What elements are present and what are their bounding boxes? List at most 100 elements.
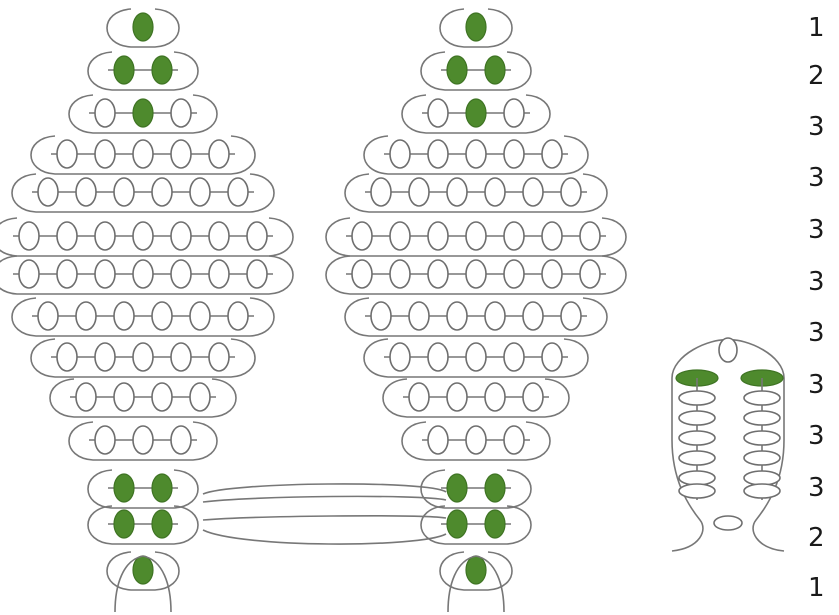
white-bead (94, 342, 116, 372)
white-bead (56, 342, 78, 372)
thread-loop (106, 551, 180, 591)
green-bead (484, 509, 506, 539)
white-bead (113, 177, 135, 207)
thread-loop (325, 255, 627, 295)
row-count-label: 2 (808, 523, 825, 553)
connecting-threads (202, 483, 447, 545)
white-bead (503, 259, 525, 289)
white-bead (94, 98, 116, 128)
white-bead (678, 470, 716, 486)
white-bead (678, 450, 716, 466)
green-bead (446, 473, 468, 503)
white-bead (132, 342, 154, 372)
white-bead (427, 342, 449, 372)
white-bead (560, 177, 582, 207)
white-bead (132, 259, 154, 289)
white-bead (18, 221, 40, 251)
green-bead (113, 509, 135, 539)
white-bead (208, 221, 230, 251)
white-bead (37, 177, 59, 207)
white-bead (503, 139, 525, 169)
white-bead (170, 425, 192, 455)
white-bead (522, 301, 544, 331)
white-bead (56, 139, 78, 169)
white-bead (678, 430, 716, 446)
white-bead (94, 425, 116, 455)
white-bead (427, 98, 449, 128)
white-bead (541, 342, 563, 372)
white-bead (718, 337, 738, 363)
white-bead (246, 221, 268, 251)
white-bead (246, 259, 268, 289)
thread-tail (475, 555, 505, 613)
thread-loop (420, 505, 532, 545)
thread-loop (11, 297, 275, 337)
green-bead (151, 473, 173, 503)
white-bead (713, 515, 743, 531)
white-bead (503, 425, 525, 455)
white-bead (113, 382, 135, 412)
white-bead (465, 259, 487, 289)
row-count-label: 3 (808, 473, 825, 503)
row-count-label: 1 (808, 573, 825, 603)
thread-loop (439, 551, 513, 591)
white-bead (189, 177, 211, 207)
white-bead (351, 259, 373, 289)
white-bead (465, 139, 487, 169)
white-bead (227, 301, 249, 331)
white-bead (465, 342, 487, 372)
white-bead (389, 139, 411, 169)
white-bead (389, 259, 411, 289)
white-bead (170, 139, 192, 169)
white-bead (743, 470, 781, 486)
thread-loop (68, 94, 218, 134)
white-bead (75, 301, 97, 331)
green-bead (132, 555, 154, 585)
white-bead (389, 221, 411, 251)
green-bead (446, 55, 468, 85)
green-bead (151, 55, 173, 85)
connector-thread-top (202, 483, 447, 495)
green-bead (113, 55, 135, 85)
thread-loop (49, 378, 237, 418)
white-bead (94, 221, 116, 251)
thread-loop (401, 94, 551, 134)
white-bead (56, 221, 78, 251)
white-bead (541, 221, 563, 251)
thread-loop (106, 8, 180, 48)
white-bead (408, 301, 430, 331)
thread-loop (30, 135, 256, 175)
white-bead (579, 221, 601, 251)
thread-tail (114, 555, 144, 613)
white-bead (75, 382, 97, 412)
white-bead (427, 259, 449, 289)
thread-loop (325, 217, 627, 257)
white-bead (151, 382, 173, 412)
left-bead-panel (0, 8, 294, 613)
white-bead (370, 301, 392, 331)
white-bead (484, 177, 506, 207)
white-bead (351, 221, 373, 251)
white-bead (541, 259, 563, 289)
white-bead (446, 177, 468, 207)
green-bead (151, 509, 173, 539)
green-bead (132, 98, 154, 128)
thread-tail (447, 555, 477, 613)
thread-loop (344, 297, 608, 337)
white-bead (113, 301, 135, 331)
row-count-label: 3 (808, 421, 825, 451)
green-bead (113, 473, 135, 503)
white-bead (75, 177, 97, 207)
white-bead (170, 342, 192, 372)
thread-loop (363, 338, 589, 378)
white-bead (427, 221, 449, 251)
green-bead (465, 12, 487, 42)
white-bead (465, 425, 487, 455)
white-bead (408, 382, 430, 412)
white-bead (370, 177, 392, 207)
white-bead (579, 259, 601, 289)
white-bead (208, 139, 230, 169)
white-bead (522, 177, 544, 207)
row-count-label: 3 (808, 215, 825, 245)
green-bead (484, 55, 506, 85)
